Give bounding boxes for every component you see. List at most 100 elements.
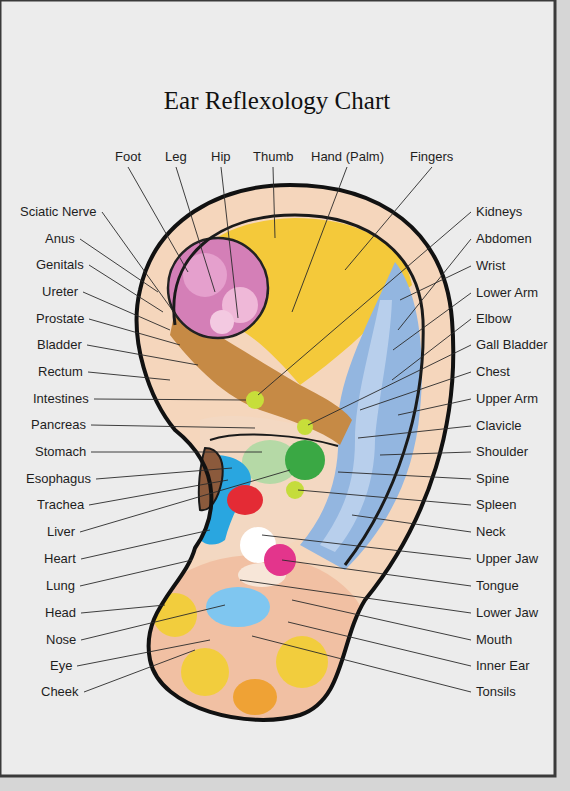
part-label: Thumb (253, 149, 293, 165)
yellow-zone (181, 648, 229, 696)
part-label: Esophagus (26, 471, 91, 487)
leader-line (282, 560, 471, 586)
lobe-area (140, 555, 370, 725)
part-label: Nose (46, 632, 76, 648)
orange-zone (233, 679, 277, 715)
part-label: Chest (476, 364, 510, 380)
leader-line (83, 292, 170, 330)
leader-line (298, 490, 471, 505)
leader-line (262, 535, 471, 559)
part-label: Gall Bladder (476, 337, 548, 353)
part-label: Spleen (476, 497, 516, 513)
magenta-zone (264, 544, 296, 576)
part-label: Lower Arm (476, 285, 538, 301)
part-label: Bladder (37, 337, 82, 353)
leader-line (358, 426, 471, 438)
part-label: Liver (47, 524, 75, 540)
chart-title: Ear Reflexology Chart (0, 86, 554, 116)
leader-line (87, 345, 198, 365)
leader-line (400, 266, 471, 300)
leader-line (89, 480, 228, 505)
leader-line (91, 425, 255, 428)
leader-line (380, 452, 471, 455)
part-label: Tonsils (476, 684, 516, 700)
part-label: Pancreas (31, 417, 86, 433)
part-label: Tongue (476, 578, 519, 594)
concha-contour (210, 435, 338, 446)
leader-line (128, 167, 188, 272)
part-label: Fingers (410, 149, 453, 165)
part-label: Mouth (476, 632, 512, 648)
leader-line (91, 452, 262, 453)
leader-line (77, 640, 210, 666)
part-label: Stomach (35, 444, 86, 460)
leader-line (352, 515, 471, 532)
part-label: Hand (Palm) (311, 149, 384, 165)
part-label: Lower Jaw (476, 605, 538, 621)
leader-line (81, 605, 225, 640)
green-zone (285, 440, 325, 480)
leader-line (240, 580, 471, 613)
leader-line (398, 399, 471, 415)
part-label: Intestines (33, 391, 89, 407)
leader-line (273, 167, 275, 238)
leader-line (393, 293, 471, 350)
leader-line (84, 650, 195, 692)
leader-line (81, 605, 165, 613)
leader-line (292, 167, 347, 312)
pink-zone (168, 238, 268, 338)
leader-line (102, 212, 178, 318)
part-label: Elbow (476, 311, 511, 327)
yellow-zone (153, 593, 197, 637)
part-label: Ureter (42, 284, 78, 300)
part-label: Inner Ear (476, 658, 529, 674)
leader-line (345, 167, 432, 270)
leader-line (94, 399, 246, 400)
leader-line (360, 372, 471, 410)
part-label: Hip (211, 149, 231, 165)
part-label: Upper Arm (476, 391, 538, 407)
part-label: Wrist (476, 258, 505, 274)
part-label: Upper Jaw (476, 551, 538, 567)
part-label: Sciatic Nerve (20, 204, 97, 220)
leader-line (80, 560, 192, 586)
leader-line (288, 622, 471, 666)
part-label: Lung (46, 578, 75, 594)
part-label: Neck (476, 524, 506, 540)
leader-line (308, 345, 471, 425)
leader-line (392, 319, 471, 380)
red-zone (227, 485, 263, 515)
zone-dot (297, 419, 313, 435)
leader-line (89, 319, 180, 345)
part-label: Genitals (36, 257, 84, 273)
part-label: Eye (50, 658, 72, 674)
leader-line (398, 239, 471, 330)
leader-line (258, 212, 471, 395)
part-label: Foot (115, 149, 141, 165)
part-label: Abdomen (476, 231, 532, 247)
part-label: Trachea (37, 497, 84, 513)
pink-zone (210, 310, 234, 334)
leader-line (338, 472, 471, 479)
part-label: Rectum (38, 364, 83, 380)
leader-line (176, 167, 215, 292)
part-label: Clavicle (476, 418, 522, 434)
leader-lines (77, 167, 471, 692)
leader-line (81, 530, 210, 559)
part-label: Head (45, 605, 76, 621)
part-label: Cheek (41, 684, 79, 700)
zone-dot (246, 391, 264, 409)
leader-line (80, 470, 290, 532)
leader-line (252, 636, 471, 692)
part-label: Kidneys (476, 204, 522, 220)
leader-line (221, 167, 238, 318)
leader-line (96, 468, 232, 479)
part-label: Shoulder (476, 444, 528, 460)
leader-line (88, 372, 170, 380)
part-label: Heart (44, 551, 76, 567)
part-label: Leg (165, 149, 187, 165)
leader-line (292, 600, 471, 640)
part-label: Prostate (36, 311, 84, 327)
page-frame (0, 0, 555, 776)
